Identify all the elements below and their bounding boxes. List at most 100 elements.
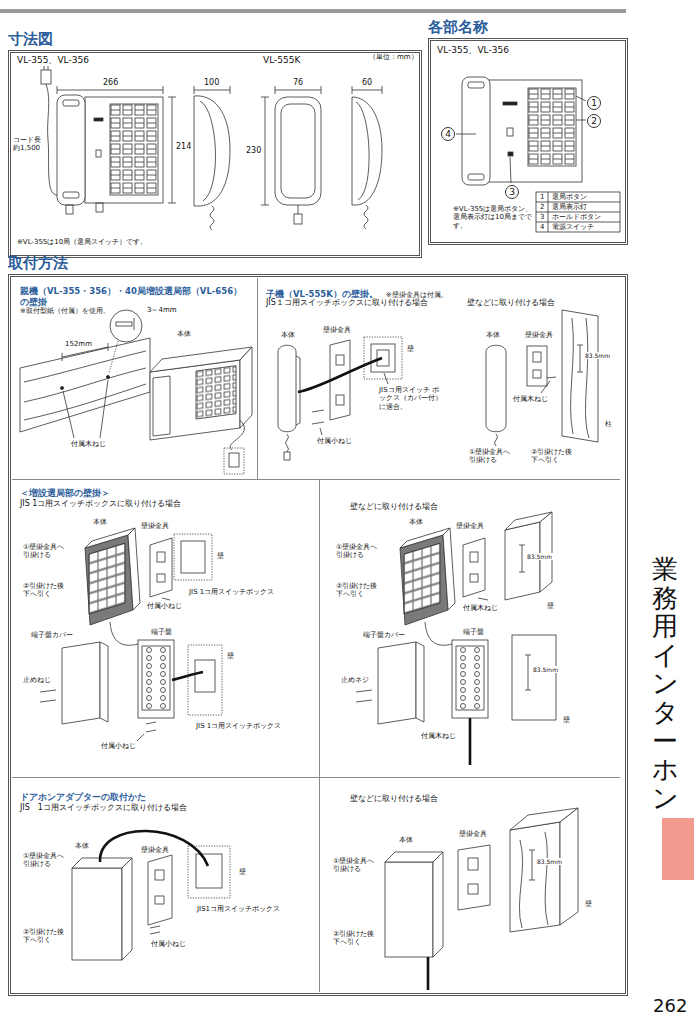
selector-unit-wall-mounting (356, 700, 372, 702)
door-adapter-wall-mounting (532, 850, 533, 880)
model-name: VL-555K (262, 55, 301, 66)
part-label: JIS 1コ用スイッチボックス (188, 588, 275, 596)
table-cell: 選局ボタン (551, 193, 588, 201)
case-heading: JIS 1コ用スイッチボックスに取り付ける場合 (20, 803, 311, 813)
door-adapter-wall-mounting (427, 957, 430, 990)
cell-heading: ＜増設選局部の壁掛＞ (20, 488, 311, 499)
handset-mounting (371, 344, 395, 372)
master-unit-mounted (240, 347, 252, 428)
selector-unit-mounting (40, 700, 56, 702)
part-label: 端子盤 (150, 628, 173, 636)
selector-unit-wall-mounting (400, 535, 448, 625)
dimension-line (62, 347, 108, 357)
parts-table (536, 192, 620, 232)
power-cord (46, 84, 57, 195)
selector-unit-mounting (157, 574, 165, 582)
selector-unit-wall-mounting (519, 545, 525, 546)
handset-side-view (356, 102, 369, 200)
leader-line (510, 157, 511, 183)
footnote: JISコ用スイッチ ボックス（カバー付） に適合。 (378, 386, 444, 411)
selector-unit-wall-mounting (525, 655, 531, 656)
selector-unit-mounting (146, 722, 156, 724)
handset-front-view (298, 205, 299, 214)
handset-pillar-mounting (486, 310, 598, 446)
leader-line (576, 120, 586, 121)
dimension-line (261, 205, 269, 206)
part-label: 壁 (216, 552, 225, 560)
handset-pillar-mounting (586, 318, 589, 438)
leader-line (456, 96, 586, 183)
master-front-view (63, 192, 79, 198)
selector-unit-wall-mounting (404, 543, 440, 614)
door-adapter-wall-mounting (529, 880, 535, 881)
master-unit (462, 77, 490, 185)
dimension-line (382, 86, 383, 94)
part-label: 端子盤カバー (30, 631, 74, 639)
door-adapter-mounting (72, 868, 122, 960)
side-tab: 業務用インターホン (651, 555, 679, 812)
header-bar (0, 9, 626, 13)
unit-note: （単位：mm） (368, 53, 419, 61)
page-number: 262 (652, 995, 688, 1017)
handset-mounting (284, 452, 290, 460)
table-cell: 2 (539, 203, 545, 211)
master-side-view (200, 101, 215, 201)
selector-unit-mounting (142, 646, 170, 710)
dimension: 100 (203, 78, 220, 88)
selector-unit-wall-mounting (404, 543, 440, 614)
master-unit (507, 128, 513, 136)
cell-heading: 親機（VL-355・356）・40局増設選局部（VL-656）の壁掛 (20, 286, 249, 307)
callout-number: 1 (591, 99, 597, 108)
door-adapter-mounting (188, 846, 230, 898)
header-bar (0, 9, 626, 13)
part-label: 壁掛金具 (524, 331, 554, 339)
handset-pillar-mounting (527, 346, 547, 386)
selector-unit-mounting (85, 535, 133, 625)
selector-unit-mounting (89, 543, 125, 614)
dimension-line (230, 86, 231, 94)
master-front-view (57, 95, 163, 214)
handset-mounting (336, 395, 344, 405)
selector-unit-mounting (142, 646, 170, 710)
case-heading: 壁などに取り付ける場合 (350, 794, 590, 804)
part-label: 付属木ねじ (462, 604, 499, 612)
master-front-view (85, 97, 163, 203)
master-front-view (110, 104, 158, 195)
power-cord (41, 70, 51, 84)
selector-unit-mounting (150, 538, 172, 597)
screw-detail (116, 322, 132, 326)
footnote: ※VL-355は10局（選局スイッチ）です。 (16, 238, 148, 246)
part-label: ②引掛けた後下へ引く (22, 582, 68, 599)
dimension-line (57, 86, 58, 94)
screw-detail (110, 310, 142, 342)
part-label: 壁 (584, 900, 593, 908)
part-label: 付属小ねじ (100, 742, 137, 750)
master-unit-mounted (150, 347, 252, 474)
part-label: JIS 1コ用スイッチボックス (195, 722, 282, 730)
selector-unit-wall-mounting (540, 512, 552, 592)
leader-line (63, 391, 74, 438)
dimension-line (321, 86, 322, 94)
selector-unit-mounting (174, 534, 212, 580)
door-adapter-wall-mounting (560, 808, 578, 925)
dimension-line (172, 97, 173, 203)
footnote: ※VL-355は選局ボタン、選局表示灯は10局までです。 (452, 205, 534, 230)
master-unit (462, 77, 582, 185)
master-unit (468, 174, 484, 180)
table-cell: ホールドボタン (551, 213, 602, 221)
dimension: 83.5mm (584, 352, 611, 359)
selector-unit-wall-mounting (456, 646, 484, 710)
cell-heading: ドアホンアダプターの取付かた (20, 792, 311, 803)
case-heading: 壁などに取り付ける場合 (350, 502, 590, 512)
part-label: 付属木ねじ (512, 395, 549, 403)
handset-pillar-mounting (495, 434, 498, 446)
selector-unit-wall-mounting (356, 690, 372, 692)
selector-unit-wall-mounting (512, 635, 556, 720)
master-front-view (63, 100, 79, 106)
dimension-line (194, 90, 230, 91)
part-label: 付属木ねじ (420, 732, 457, 740)
dimension-line (352, 90, 382, 91)
selector-unit-wall-mounting (356, 512, 556, 765)
wall-board (24, 351, 146, 382)
index-tab (662, 818, 694, 880)
